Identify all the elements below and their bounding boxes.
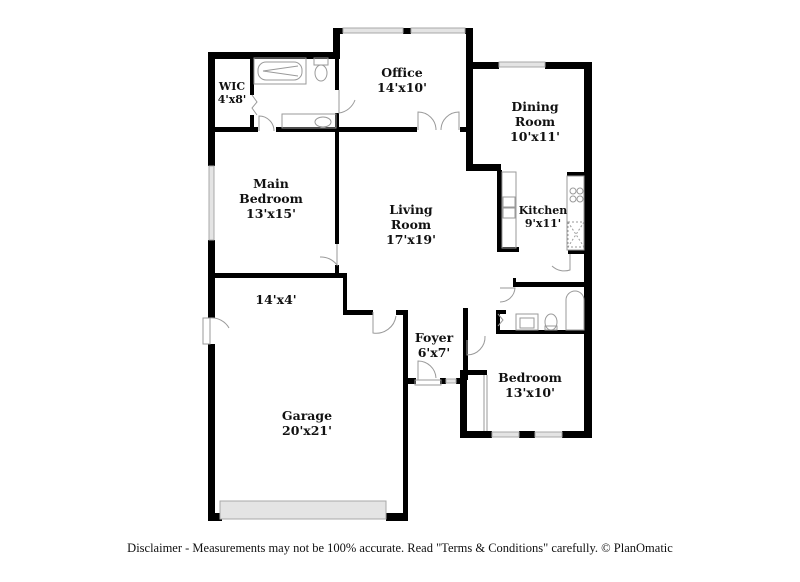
doors xyxy=(202,90,571,431)
room-label-living: Living Room 17'x19' xyxy=(386,202,436,247)
room-label-dining: Dining Room 10'x11' xyxy=(510,99,560,144)
room-name-line1: Main xyxy=(253,176,289,191)
room-size: 17'x19' xyxy=(386,232,436,247)
room-name-line2: Room xyxy=(514,114,556,129)
room-label-office: Office 14'x10' xyxy=(377,65,427,95)
windows xyxy=(208,27,563,520)
disclaimer-text: Disclaimer - Measurements may not be 100… xyxy=(127,541,673,555)
room-size: 14'x4' xyxy=(255,292,297,307)
room-name-line2: Bedroom xyxy=(239,191,303,206)
room-name-line1: Dining xyxy=(511,99,559,114)
room-name-line1: Living xyxy=(389,202,433,217)
room-label-kitchen: Kitchen 9'x11' xyxy=(519,204,568,230)
walls xyxy=(208,28,592,521)
room-size: 10'x11' xyxy=(510,129,560,144)
room-size: 13'x15' xyxy=(246,206,296,221)
room-name: Garage xyxy=(281,408,333,423)
room-size: 20'x21' xyxy=(282,423,332,438)
room-size: 14'x10' xyxy=(377,80,427,95)
room-name: WIC xyxy=(218,80,246,93)
fixtures xyxy=(253,57,585,331)
room-size: 9'x11' xyxy=(524,217,562,230)
room-name: Foyer xyxy=(414,330,454,345)
room-label-foyer: Foyer 6'x7' xyxy=(415,330,453,360)
room-label-wic: WIC 4'x8' xyxy=(218,80,247,106)
room-label-main-bedroom: Main Bedroom 13'x15' xyxy=(239,176,303,221)
room-label-storage: 14'x4' xyxy=(255,292,296,307)
room-name-line2: Room xyxy=(390,217,432,232)
room-label-bedroom: Bedroom 13'x10' xyxy=(498,370,562,400)
room-name: Bedroom xyxy=(498,370,562,385)
room-size: 4'x8' xyxy=(217,93,247,106)
room-label-garage: Garage 20'x21' xyxy=(282,408,332,438)
room-size: 6'x7' xyxy=(417,345,451,360)
room-name: Kitchen xyxy=(518,204,568,217)
room-size: 13'x10' xyxy=(505,385,555,400)
room-name: Office xyxy=(381,65,423,80)
